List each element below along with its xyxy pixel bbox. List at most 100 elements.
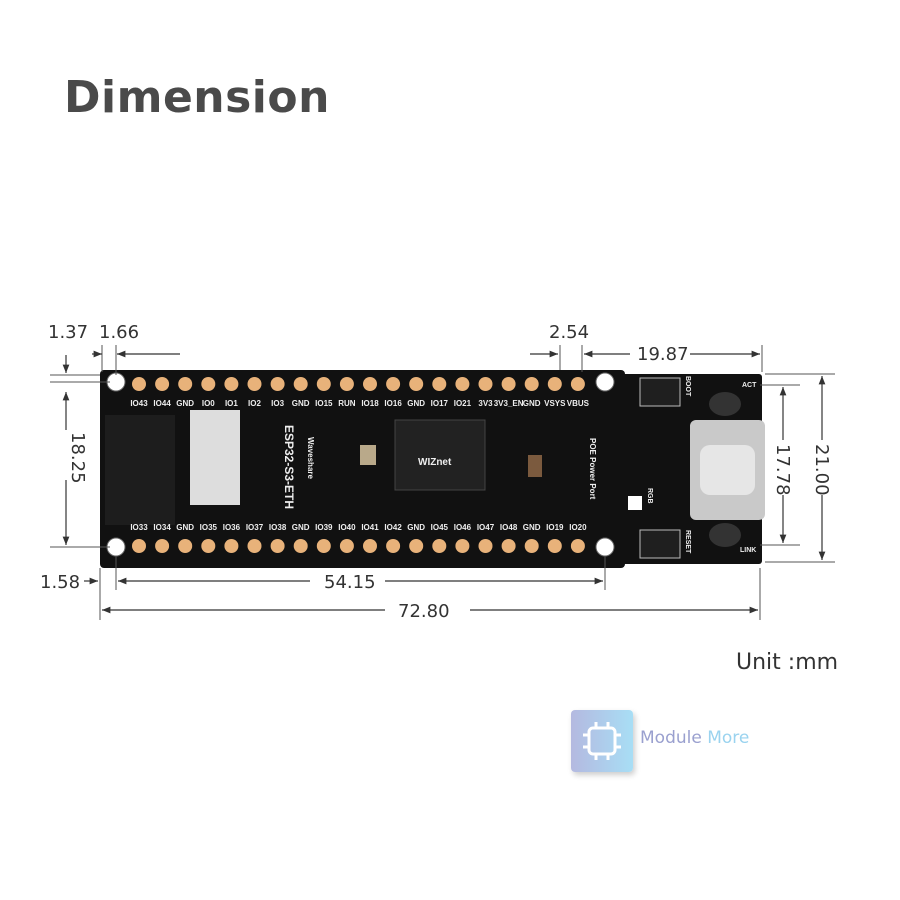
- bottom-pad: [201, 539, 216, 553]
- reset-label: RESET: [684, 530, 691, 554]
- dimension-arrows: [62, 350, 826, 614]
- bottom-pin-label: GND: [176, 523, 194, 532]
- top-pad: [339, 377, 354, 391]
- top-pad: [547, 377, 562, 391]
- top-pin-label: IO15: [315, 399, 333, 408]
- bottom-pad: [363, 539, 377, 553]
- top-pin-label: IO17: [431, 399, 449, 408]
- bottom-pin-label: GND: [523, 523, 541, 532]
- top-pin-label: IO0: [202, 399, 215, 408]
- bottom-pad: [155, 539, 170, 553]
- watermark-word-1: Module: [640, 728, 702, 748]
- bottom-pin-label: IO35: [200, 523, 218, 532]
- bottom-pin-label: IO39: [315, 523, 333, 532]
- bottom-pin-label: IO34: [153, 523, 171, 532]
- top-pin-label: GND: [407, 399, 425, 408]
- bottom-pad: [455, 539, 470, 553]
- dim-board-height: 21.00: [811, 444, 832, 496]
- ethernet-chip: [394, 419, 486, 491]
- bottom-pin-label: IO38: [269, 523, 287, 532]
- watermark-word-2: More: [707, 728, 750, 748]
- bottom-pad: [132, 539, 146, 553]
- bottom-pin-label: IO45: [431, 523, 449, 532]
- page-title: Dimension: [64, 72, 330, 123]
- bottom-pad: [432, 539, 447, 553]
- brand-label: Waveshare: [306, 437, 315, 480]
- watermark-text: Module More: [640, 728, 749, 748]
- top-pad: [524, 377, 539, 391]
- top-pad: [409, 377, 424, 391]
- top-pin-label: IO44: [153, 399, 171, 408]
- bottom-pad: [501, 539, 516, 553]
- top-pin-label: IO16: [384, 399, 402, 408]
- top-pad: [455, 377, 470, 391]
- bottom-pin-label: IO48: [500, 523, 518, 532]
- bottom-pad: [316, 539, 331, 553]
- pcb-board: WIZnet ESP32-S3-ETH Waveshare POE Power …: [100, 370, 765, 568]
- bottom-pin-label: IO42: [384, 523, 402, 532]
- top-pin-label: VSYS: [544, 399, 566, 408]
- top-pad: [501, 377, 516, 391]
- top-pin-label: IO2: [248, 399, 261, 408]
- bottom-pad: [178, 539, 193, 553]
- bottom-pin-label: IO33: [130, 523, 148, 532]
- board-name-label: ESP32-S3-ETH: [282, 425, 296, 509]
- top-pin-label: VBUS: [567, 399, 590, 408]
- dim-board-length: 72.80: [398, 601, 450, 622]
- top-pin-label: IO18: [361, 399, 379, 408]
- top-pad: [316, 377, 331, 391]
- fpc-connector: [190, 410, 240, 505]
- top-pin-label: IO21: [454, 399, 472, 408]
- rgb-led: [628, 496, 642, 510]
- top-pin-label: GND: [176, 399, 194, 408]
- bottom-pad: [524, 539, 539, 553]
- top-pad: [386, 377, 401, 391]
- top-pad: [224, 377, 239, 391]
- bottom-pad: [293, 539, 308, 553]
- crystal: [360, 445, 376, 465]
- bottom-pin-label: IO41: [361, 523, 379, 532]
- dim-hole-spacing-vertical: 18.25: [67, 432, 88, 484]
- dim-right-section: 19.87: [637, 344, 689, 365]
- bottom-pin-label: IO36: [223, 523, 241, 532]
- link-label: LINK: [740, 547, 756, 554]
- dim-hole-spacing-horizontal: 54.15: [324, 572, 376, 593]
- bottom-pin-label: IO47: [477, 523, 495, 532]
- top-pad: [155, 377, 170, 391]
- top-pad: [132, 377, 146, 391]
- top-pin-label: GND: [292, 399, 310, 408]
- bottom-pad: [247, 539, 262, 553]
- top-pin-label: 3V3_EN: [494, 399, 524, 408]
- boot-label: BOOT: [684, 376, 691, 397]
- bottom-pin-label: GND: [407, 523, 425, 532]
- chip-label: WIZnet: [418, 457, 452, 468]
- bottom-pin-label: IO37: [246, 523, 264, 532]
- top-pad: [247, 377, 262, 391]
- top-pin-label: RUN: [338, 399, 356, 408]
- top-pad: [432, 377, 447, 391]
- bottom-pin-label: GND: [292, 523, 310, 532]
- reset-button: [639, 529, 681, 559]
- bottom-pin-label: IO46: [454, 523, 472, 532]
- chip-icon: [571, 710, 633, 772]
- dim-usb-width: 17.78: [772, 444, 793, 496]
- top-pad: [293, 377, 308, 391]
- bottom-pin-header: IO33 IO34 GND IO35 IO36 IO37 IO38 GND IO39 IO40 IO…: [130, 523, 587, 553]
- boot-button: [639, 377, 681, 407]
- bottom-pin-label: IO40: [338, 523, 356, 532]
- bottom-pad: [570, 539, 585, 553]
- bottom-pad: [409, 539, 424, 553]
- bottom-pin-label: IO20: [569, 523, 587, 532]
- top-pad: [363, 377, 377, 391]
- top-pad: [478, 377, 493, 391]
- top-pin-label: IO3: [271, 399, 284, 408]
- dim-bottom-left-offset: 1.58: [40, 572, 80, 593]
- dim-hole-offset-left: 1.66: [99, 322, 139, 343]
- top-pin-label: IO1: [225, 399, 238, 408]
- rgb-label: RGB: [646, 488, 653, 504]
- top-pad: [270, 377, 285, 391]
- bottom-pad: [386, 539, 401, 553]
- bottom-pin-label: IO19: [546, 523, 564, 532]
